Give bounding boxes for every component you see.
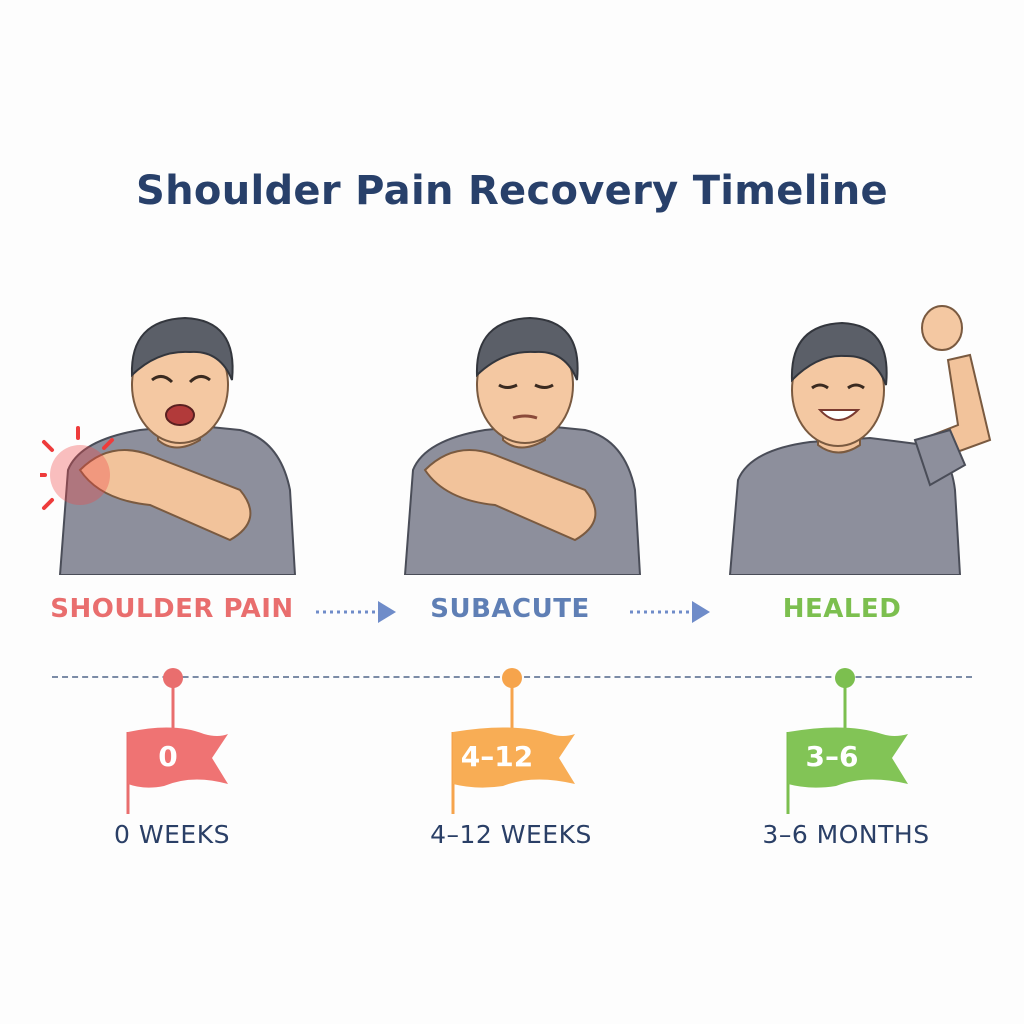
- duration-label-0-weeks: 0 WEEKS: [114, 820, 230, 849]
- person-healed-illustration: [728, 305, 992, 575]
- flag-number-pain: 0: [158, 740, 178, 773]
- arrow-right-icon: [630, 601, 710, 623]
- arrow-right-icon: [316, 601, 396, 623]
- page-title: Shoulder Pain Recovery Timeline: [136, 168, 888, 214]
- flag-number-healed: 3–6: [805, 740, 859, 773]
- person-in-pain-illustration: [40, 316, 297, 575]
- stage-label-subacute: SUBACUTE: [430, 594, 590, 624]
- duration-label-3-6-months: 3–6 MONTHS: [762, 820, 930, 849]
- flag-marker-3-6-months: [786, 668, 908, 814]
- flag-number-subacute: 4–12: [460, 740, 534, 773]
- stage-label-healed: HEALED: [782, 594, 902, 624]
- duration-label-4-12-weeks: 4–12 WEEKS: [430, 820, 592, 849]
- flag-marker-0-weeks: [126, 668, 228, 814]
- stage-label-shoulder-pain: SHOULDER PAIN: [50, 594, 294, 624]
- person-subacute-illustration: [403, 316, 642, 575]
- flag-marker-4-12-weeks: [451, 668, 575, 814]
